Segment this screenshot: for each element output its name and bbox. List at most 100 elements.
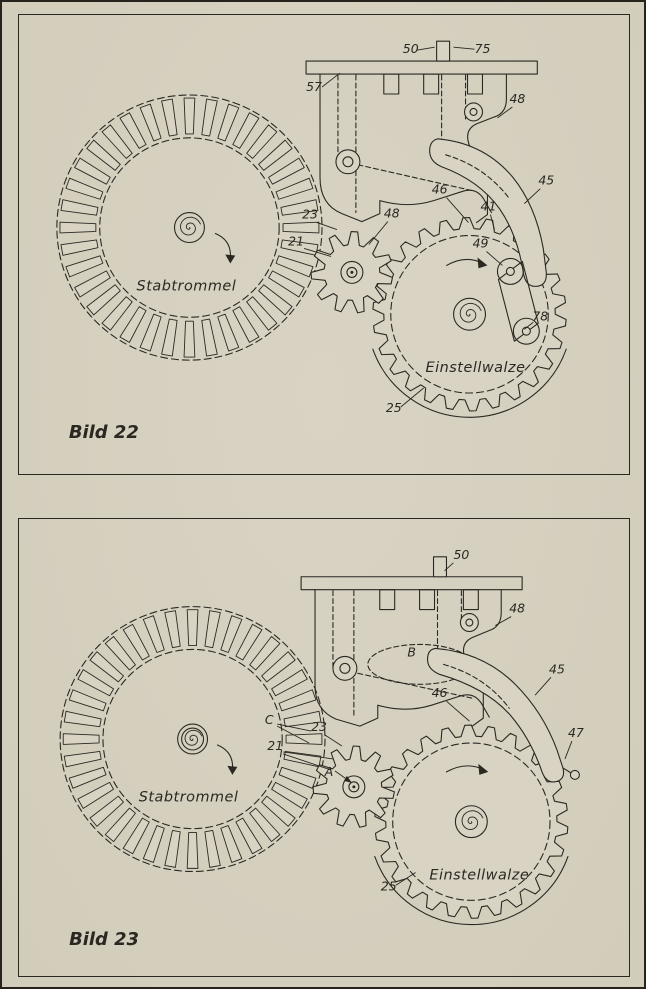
leader-line [283, 751, 334, 760]
pivot-bolt-inner [339, 662, 351, 674]
figure-panel-bild-23: Stabtrommel Einstellwalze [18, 518, 630, 977]
drum-inner-dashed-circle [102, 648, 283, 830]
knurled-roller-lower-hub [521, 326, 531, 336]
mounting-rail [305, 40, 538, 95]
drum-hub-inner [181, 727, 205, 751]
gear-pitch-dashed-circle [392, 742, 551, 901]
knurled-roller-upper [496, 257, 524, 285]
gear-pitch-dashed-circle [390, 234, 549, 394]
drum-hub-spiral [184, 729, 203, 746]
part-label-48: 48 [509, 601, 525, 616]
bolt-below-rail [462, 589, 479, 611]
sprocket-hub [340, 260, 364, 284]
figure-drawing-bild-22: Stabtrommel Einstellwalze [56, 40, 567, 443]
sprocket-center-dot [352, 785, 356, 789]
leader-line [490, 214, 495, 230]
leader-line [303, 248, 332, 257]
part-label-C: C [265, 712, 274, 727]
figure-caption: Bild 23 [69, 929, 139, 950]
sprocket-gear [310, 230, 394, 314]
leader-line [395, 872, 416, 886]
leader-line [524, 321, 534, 330]
sprocket-hub-inner [346, 266, 358, 278]
housing-bottom-outline [361, 189, 492, 223]
leader-line [446, 700, 470, 722]
part-label-75: 75 [475, 41, 491, 56]
drum-slot-ring [62, 609, 323, 869]
leader-line [497, 106, 513, 119]
part-label-48-top: 48 [509, 91, 525, 106]
leader-line [453, 46, 475, 50]
bolt-below-rail [423, 73, 440, 95]
pawl-link [562, 767, 572, 774]
leader-line [324, 734, 343, 747]
sprocket-hub-inner [348, 781, 360, 793]
gear-hub-spiral [459, 302, 482, 323]
pivot-bolt [335, 149, 361, 175]
bolt-below-rail [383, 73, 400, 95]
part-label-47: 47 [568, 725, 584, 740]
part-labels: 50 75 57 48 45 46 41 49 48 23 21 78 25 [288, 41, 554, 415]
pawl-tip [569, 769, 580, 780]
leader-lines [303, 46, 541, 408]
figure-drawing-bild-23: Stabtrommel Einstellwalze [59, 547, 584, 950]
roller-outer-arc [372, 348, 567, 418]
drum-rotation-arrowhead [225, 254, 236, 264]
drum-outer-dashed-circle [56, 94, 323, 361]
part-label-50: 50 [403, 41, 419, 56]
pivot-bolt-2 [463, 102, 484, 122]
bolt-above-rail [436, 40, 451, 62]
stab-drum: Stabtrommel [59, 606, 326, 873]
drum-hub [173, 212, 205, 244]
lever-arm-group [426, 647, 580, 783]
gear-hub [454, 805, 488, 839]
lever-hidden-line [442, 663, 510, 709]
sprocket-center-dot [350, 270, 354, 274]
part-label-B: B [407, 644, 416, 659]
roller-label: Einstellwalze [429, 867, 529, 883]
roller-strap-band [497, 260, 539, 342]
part-label-23: 23 [302, 207, 318, 222]
leader-lines [276, 562, 573, 886]
pivot-bolt-2-inner [465, 618, 474, 627]
rail-bar [300, 576, 523, 591]
gear-hub-spiral [461, 810, 484, 830]
part-label-48-sprocket: 48 [384, 206, 400, 221]
drum-hub-spiral [180, 216, 201, 236]
housing-left-outline [314, 589, 361, 727]
rail-bar [305, 60, 538, 75]
drum-inner-dashed-circle [99, 137, 280, 318]
drum-slot-ring [59, 97, 320, 358]
drum-label: Stabtrommel [137, 278, 237, 294]
leader-line [368, 221, 389, 245]
leader-line [276, 725, 310, 744]
leader-line [495, 616, 512, 626]
knurled-roller-upper-hub [505, 266, 515, 276]
part-label-23: 23 [311, 719, 327, 734]
mounting-rail [300, 556, 523, 611]
bolt-below-rail [466, 73, 484, 95]
roller-outer-arc [374, 855, 569, 926]
lever-arm [426, 647, 565, 783]
einstellwalze-gear: Einstellwalze [374, 724, 569, 926]
roller-label: Einstellwalze [426, 360, 526, 376]
pivot-bolt-inner [342, 156, 354, 168]
gear-hub [453, 297, 487, 331]
drum-rotation-arrowhead [227, 765, 238, 775]
bolt-below-rail [379, 589, 396, 611]
leader-line [534, 677, 552, 696]
gear-rotation-arrowhead [477, 257, 488, 269]
part-label-45: 45 [549, 661, 565, 676]
gear-rotation-arrowhead [478, 763, 489, 775]
pointer-arrowhead [343, 775, 352, 783]
part-label-46: 46 [432, 182, 448, 197]
figure-caption: Bild 22 [69, 422, 139, 443]
part-label-57: 57 [306, 79, 322, 94]
bolt-above-rail [432, 556, 448, 578]
hidden-edge-line [357, 164, 474, 192]
drum-hub [177, 723, 209, 755]
pivot-bolt [332, 655, 358, 681]
leader-line [283, 753, 332, 771]
part-label-50: 50 [453, 547, 469, 562]
part-labels: 50 48 B 45 46 47 C 23 21 A 25 [265, 547, 584, 894]
